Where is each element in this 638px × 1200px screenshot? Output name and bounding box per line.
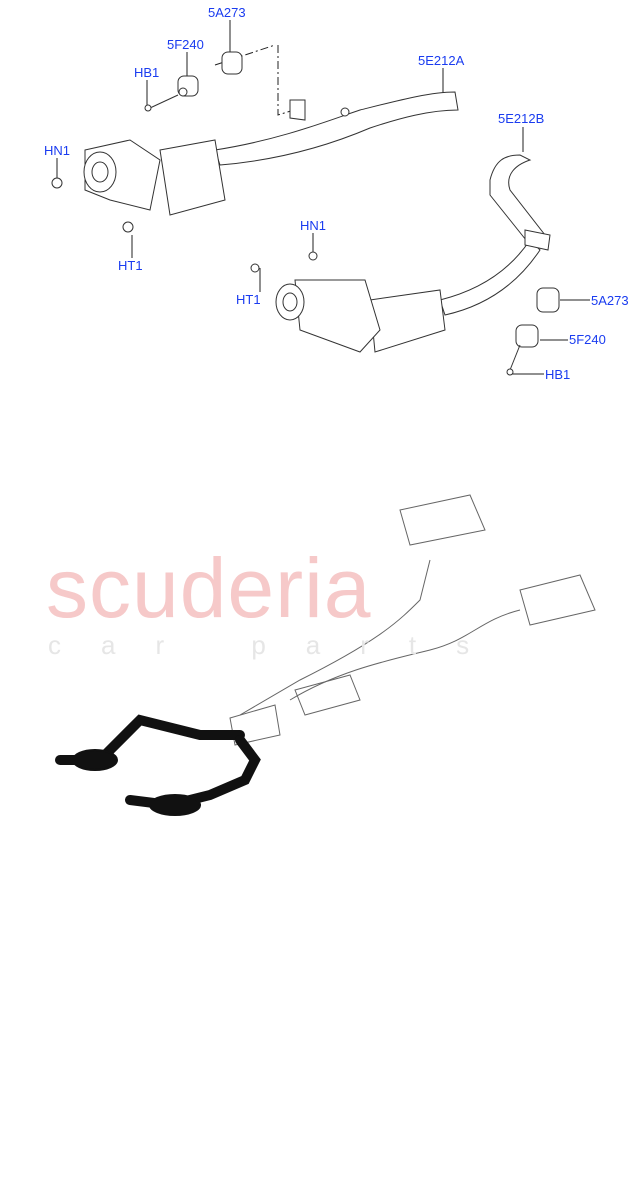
callout-5a273-right: 5A273 (591, 293, 629, 308)
callout-5f240-right: 5F240 (569, 332, 606, 347)
callout-hb1-right: HB1 (545, 367, 571, 382)
callout-ht1-left: HT1 (118, 258, 143, 273)
front-pipe-b (275, 154, 551, 353)
front-pipe-a (83, 91, 459, 216)
callout-5e212a: 5E212A (418, 53, 465, 68)
watermark-subtitle: car parts (48, 630, 510, 660)
callout-hn1-left: HN1 (44, 143, 71, 158)
callout-5e212b: 5E212B (498, 111, 545, 126)
callout-hn1-right: HN1 (300, 218, 327, 233)
highlighted-front-pipes (55, 714, 261, 816)
callout-5a273-top: 5A273 (208, 5, 246, 20)
callout-hb1-top: HB1 (134, 65, 160, 80)
mount-parts-right (250, 251, 560, 376)
callout-5f240-top: 5F240 (167, 37, 204, 52)
callout-ht1-right: HT1 (236, 292, 261, 307)
watermark-logo: scuderia (46, 541, 372, 635)
mount-parts-left (51, 51, 243, 233)
